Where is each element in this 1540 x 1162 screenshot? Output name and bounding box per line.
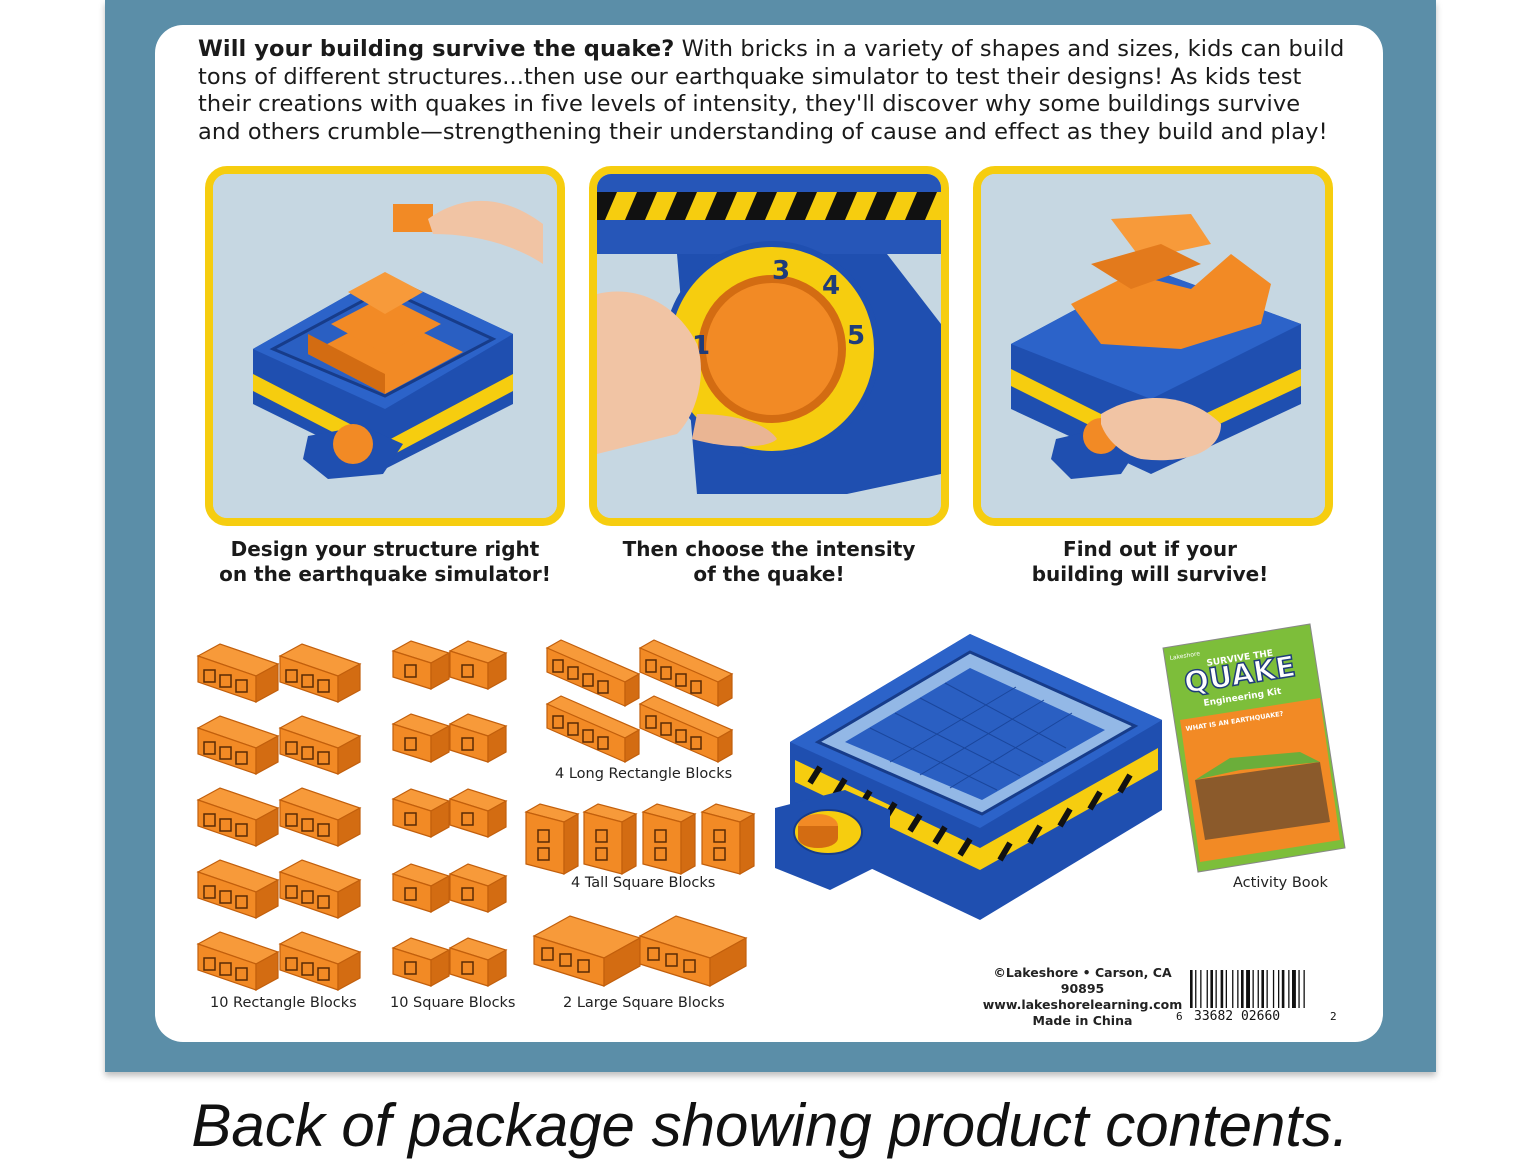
barcode-bar xyxy=(1220,970,1224,1008)
barcode-bar xyxy=(1206,970,1208,1008)
step-caption-intensity: Then choose the intensity of the quake! xyxy=(579,537,959,587)
square-block xyxy=(392,713,450,763)
step-caption-line: Find out if your xyxy=(1063,537,1237,561)
barcode-bar xyxy=(1261,970,1264,1008)
square-block xyxy=(449,640,507,690)
barcode-bar xyxy=(1232,970,1234,1008)
barcode-middle-digits: 33682 02660 xyxy=(1194,1009,1280,1024)
step-caption-line: building will survive! xyxy=(1031,562,1269,586)
barcode-bar xyxy=(1225,970,1227,1008)
barcode-bar xyxy=(1266,970,1268,1008)
tall-square-block xyxy=(701,803,755,875)
step-photo-design xyxy=(205,166,565,526)
barcode-bar xyxy=(1215,970,1217,1008)
large-square-block xyxy=(533,915,641,987)
rectangle-block xyxy=(279,931,361,991)
dial-number-3: 3 xyxy=(772,256,790,286)
rectangle-block xyxy=(197,715,279,775)
barcode-bar xyxy=(1257,970,1259,1008)
barcode-bar xyxy=(1281,970,1285,1008)
square-block xyxy=(392,640,450,690)
rectangle-block xyxy=(197,643,279,703)
barcode-bar xyxy=(1303,970,1305,1008)
label-long-rectangle-blocks: 4 Long Rectangle Blocks xyxy=(555,766,733,782)
dial-number-4: 4 xyxy=(822,271,840,301)
label-square-blocks: 10 Square Blocks xyxy=(390,995,516,1011)
barcode-bar xyxy=(1210,970,1213,1008)
label-rectangle-blocks: 10 Rectangle Blocks xyxy=(210,995,357,1011)
step-caption-line: on the earthquake simulator! xyxy=(219,562,551,586)
step-photo-dial: 1 3 4 5 xyxy=(589,166,949,526)
square-block xyxy=(449,863,507,913)
square-block xyxy=(449,788,507,838)
barcode-bar xyxy=(1272,970,1275,1008)
barcode-graphic: 6 33682 02660 2 xyxy=(1176,970,1337,1024)
barcode-bar xyxy=(1241,970,1244,1008)
barcode-right-digit: 2 xyxy=(1330,1010,1337,1023)
barcode-bar xyxy=(1298,970,1300,1008)
barcode-bar xyxy=(1292,970,1296,1008)
legal-origin: Made in China xyxy=(1032,1013,1133,1028)
bottom-caption: Back of package showing product contents… xyxy=(191,1092,1349,1159)
barcode-bar xyxy=(1252,970,1254,1008)
rectangle-block xyxy=(279,859,361,919)
square-block xyxy=(392,863,450,913)
rectangle-block xyxy=(197,931,279,991)
intro-paragraph: Will your building survive the quake? Wi… xyxy=(198,36,1348,147)
step-caption-survive: Find out if your building will survive! xyxy=(960,537,1340,587)
rectangle-block xyxy=(197,787,279,847)
rectangle-block xyxy=(197,859,279,919)
pyramid-illustration xyxy=(213,174,557,518)
intro-lead: Will your building survive the quake? xyxy=(198,36,675,62)
barcode-bar xyxy=(1190,970,1193,1008)
step-caption-line: Design your structure right xyxy=(230,537,540,561)
barcode-bar xyxy=(1237,970,1239,1008)
tall-square-block xyxy=(525,803,579,875)
legal-copyright: ©Lakeshore • Carson, CA 90895 xyxy=(993,965,1172,996)
dial-illustration: 1 3 4 5 xyxy=(597,174,941,518)
earthquake-simulator-base xyxy=(775,634,1162,920)
step-photo-survive xyxy=(973,166,1333,526)
tall-square-block xyxy=(583,803,637,875)
square-block xyxy=(449,713,507,763)
label-tall-square-blocks: 4 Tall Square Blocks xyxy=(571,875,716,891)
barcode-bar xyxy=(1288,970,1290,1008)
label-activity-book: Activity Book xyxy=(1233,875,1328,891)
legal-website: www.lakeshorelearning.com xyxy=(982,997,1183,1012)
square-block xyxy=(392,937,450,987)
barcode-bar xyxy=(1200,970,1202,1008)
rectangle-block xyxy=(279,643,361,703)
square-block xyxy=(449,937,507,987)
collapse-illustration xyxy=(981,174,1325,518)
square-block xyxy=(392,788,450,838)
barcode-bar xyxy=(1195,970,1197,1008)
label-large-square-blocks: 2 Large Square Blocks xyxy=(563,995,725,1011)
intro-body: With bricks in a variety of shapes and s… xyxy=(198,36,1345,146)
step-caption-line: Then choose the intensity xyxy=(622,537,916,561)
large-square-block xyxy=(639,915,747,987)
barcode-bar xyxy=(1278,970,1280,1008)
dial-number-5: 5 xyxy=(847,321,865,351)
barcode-left-digit: 6 xyxy=(1176,1010,1183,1023)
rectangle-block xyxy=(279,787,361,847)
barcode-block: 6 33682 02660 2 xyxy=(1176,968,1341,1024)
book-brand: Lakeshore xyxy=(1169,650,1201,662)
step-caption-design: Design your structure right on the earth… xyxy=(195,537,575,587)
barcode-bar xyxy=(1246,970,1250,1008)
legal-info: ©Lakeshore • Carson, CA 90895 www.lakesh… xyxy=(975,965,1190,1029)
activity-book: Lakeshore SURVIVE THE QUAKE Engineering … xyxy=(1162,623,1346,873)
rectangle-block xyxy=(279,715,361,775)
step-caption-line: of the quake! xyxy=(693,562,845,586)
tall-square-block xyxy=(642,803,696,875)
